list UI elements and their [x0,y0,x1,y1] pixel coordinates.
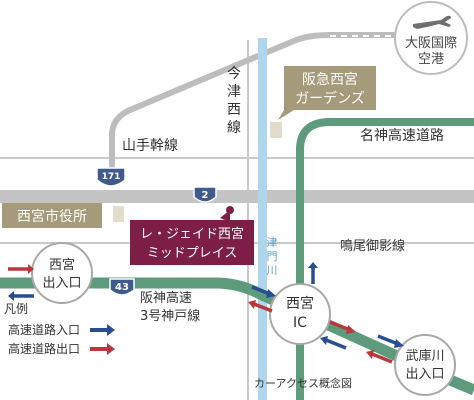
svg-text:西宮: 西宮 [286,296,314,312]
entrance-arrow-icon [320,336,347,350]
svg-text:門: 門 [267,250,278,263]
garden-label-2: ガーデンズ [295,90,365,107]
tsumon-river [258,38,267,400]
route-171-shield: 171 [96,167,126,187]
svg-text:西宮: 西宮 [49,257,75,273]
svg-text:ミッドプレイス: ミッドプレイス [147,246,238,261]
entrance-arrow-icon [251,285,276,298]
garden-site-marker [270,122,282,138]
naruo-label: 鳴尾御影線 [340,238,405,254]
nishinomiya-ramp-marker: 西宮 出入口 [31,242,93,304]
exit-arrow-icon [366,350,393,364]
svg-text:2: 2 [202,190,209,201]
svg-text:171: 171 [102,172,121,182]
entrance-arrow-icon [90,324,115,336]
exit-arrow-icon [90,343,115,355]
route-43-shield: 43 [109,278,135,296]
svg-text:IC: IC [293,315,307,331]
airport-label-2: 空港 [418,52,444,67]
yamate-trunk-road [109,32,400,185]
yamate-label: 山手幹線 [122,137,178,154]
city-hall-label-box: 西宮市役所 [2,203,124,228]
city-hall-site-marker [113,206,124,222]
svg-text:今: 今 [227,66,241,82]
meishin-label: 名神高速道路 [360,127,444,144]
hanshin-expressway-label: 阪神高速 3号神戸線 [140,290,200,324]
airport-marker: 大阪国際 空港 [394,1,468,75]
exit-arrow-icon [8,291,34,301]
exit-arrow-icon [329,320,356,334]
airport-label-1: 大阪国際 [405,36,457,51]
entrance-arrow-icon [8,264,34,274]
entrance-arrow-icon [377,334,404,348]
svg-text:津: 津 [267,236,278,249]
svg-text:川: 川 [267,264,278,277]
svg-text:西: 西 [227,102,241,118]
ramp-arrows [8,262,404,364]
tsumon-label: 津 門 川 [267,236,278,277]
route-2-road [0,190,474,203]
imazu-line-label: 今 津 西 線 [227,66,241,136]
svg-text:レ・ジェイド西宮: レ・ジェイド西宮 [140,226,244,242]
nishinomiya-ic-marker: 西宮 IC [269,283,331,345]
route-2-shield: 2 [193,186,217,203]
hanshin-expressway [0,277,474,396]
legend: 凡例 高速道路入口 高速道路出口 [4,302,115,356]
svg-text:43: 43 [115,282,129,293]
legend-exit-label: 高速道路出口 [8,341,80,356]
svg-text:3号神戸線: 3号神戸線 [140,308,200,324]
mukogawa-ramp-marker: 武庫川 出入口 [394,334,456,396]
svg-text:出入口: 出入口 [42,276,81,291]
svg-text:線: 線 [227,120,241,136]
svg-text:西宮市役所: 西宮市役所 [17,208,87,225]
property-label-box: レ・ジェイド西宮 ミッドプレイス [130,206,254,265]
exit-arrow-icon [248,300,273,313]
entrance-arrow-icon [308,262,318,284]
legend-entrance-label: 高速道路入口 [8,322,80,337]
svg-text:出入口: 出入口 [405,367,444,382]
map-caption: カーアクセス概念図 [254,376,352,390]
svg-text:阪神高速: 阪神高速 [140,290,192,306]
garden-label-box: 阪急西宮 ガーデンズ [270,66,376,138]
garden-label-1: 阪急西宮 [302,72,358,88]
airplane-icon [413,15,451,29]
svg-text:武庫川: 武庫川 [405,349,444,364]
svg-text:津: 津 [227,84,241,100]
legend-title: 凡例 [4,302,28,316]
meishin-expressway [296,118,474,400]
